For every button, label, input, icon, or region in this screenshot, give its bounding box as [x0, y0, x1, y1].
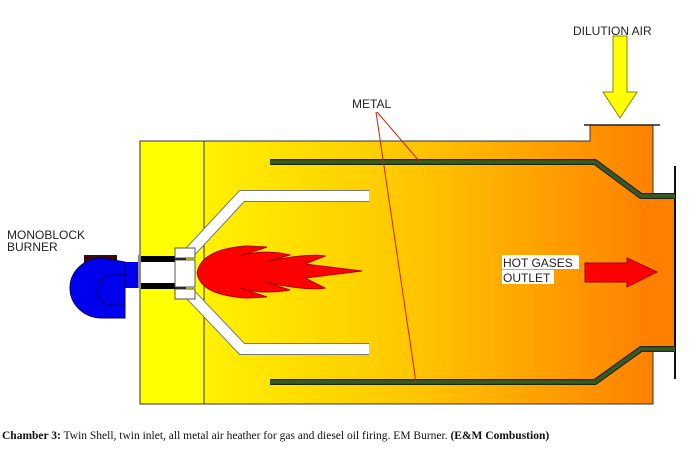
figure-caption: Chamber 3: Twin Shell, twin inlet, all m…	[2, 430, 549, 442]
dilution-air-arrow	[602, 35, 638, 119]
flame	[196, 245, 363, 299]
metal-label: METAL	[352, 97, 391, 111]
outlet-label-line1: HOT GASES	[503, 256, 573, 270]
caption-prefix: Chamber 3:	[2, 430, 61, 442]
burner-label-line2: BURNER	[7, 240, 58, 254]
metal-leader-line	[375, 111, 417, 383]
monoblock-burner	[69, 247, 196, 319]
outlet-label-line2: OUTLET	[503, 271, 551, 285]
caption-text: Twin Shell, twin inlet, all metal air he…	[60, 430, 451, 442]
caption-credit: (E&M Combustion)	[450, 430, 550, 442]
dilution-air-label: DILUTION AIR	[573, 24, 652, 38]
burner-label-line1: MONOBLOCK	[7, 228, 85, 242]
hot-gases-arrow	[584, 257, 659, 288]
metal-leader-line	[376, 111, 421, 163]
